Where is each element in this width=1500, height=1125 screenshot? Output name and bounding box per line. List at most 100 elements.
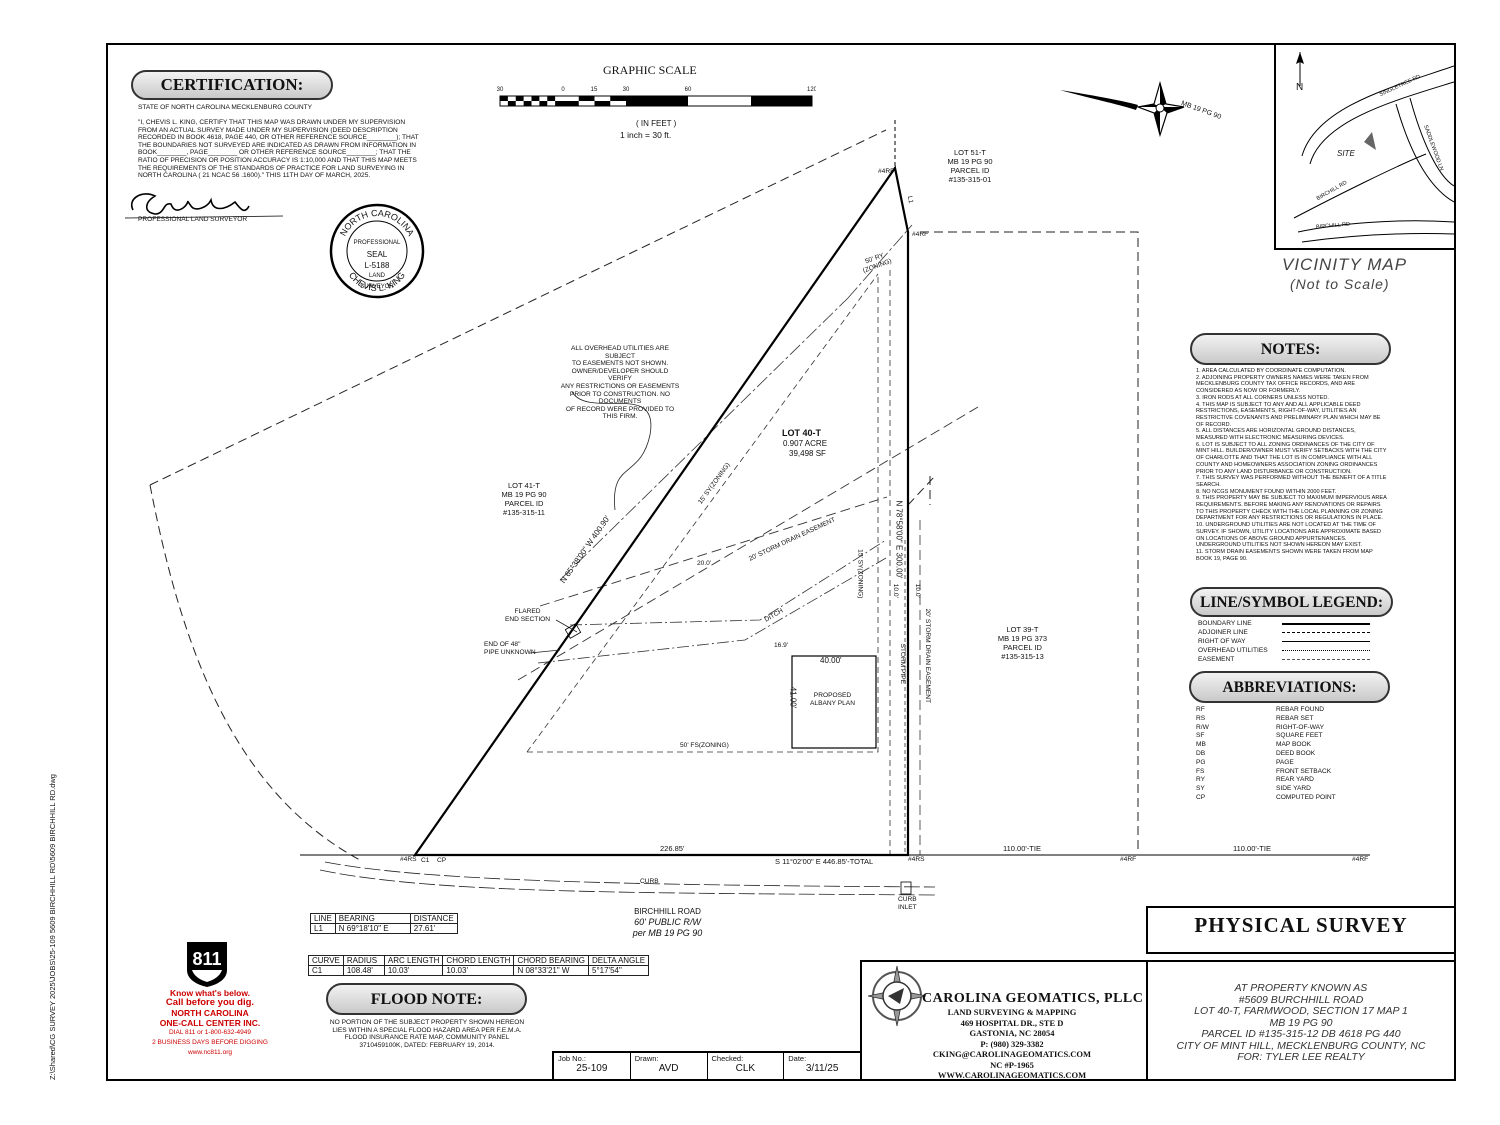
- scale-check: [563, 101, 579, 106]
- note-item: 8. NO NCGS MONUMENT FOUND WITHIN 2000 FE…: [1196, 488, 1337, 495]
- abbreviation-code: RY: [1196, 776, 1206, 784]
- note-item: 10. UNDERGROUND UTILITIES ARE NOT LOCATE…: [1196, 522, 1382, 549]
- south-bearing: S 11°02'00" E 446.85'-TOTAL: [775, 857, 874, 866]
- job-info-cell: Date:3/11/25: [784, 1053, 860, 1079]
- pipe-end-label: END OF 48"PIPE UNKNOWN: [484, 641, 536, 656]
- table-cell: DISTANCE: [409, 913, 458, 924]
- scale-check: [594, 101, 611, 106]
- abbreviation-code: FS: [1196, 767, 1205, 775]
- table-cell: RADIUS: [342, 955, 385, 966]
- vicinity-north: N: [1296, 82, 1304, 93]
- legend-item: BOUNDARY LINE: [1198, 620, 1388, 629]
- abbreviation-meaning: FRONT SETBACK: [1276, 767, 1332, 775]
- job-info-label: Drawn:: [634, 1054, 659, 1063]
- scale-check: [610, 96, 626, 101]
- scale-check: [507, 101, 516, 106]
- note-item: 7. THIS SURVEY WAS PERFORMED WITHOUT THE…: [1196, 475, 1387, 488]
- legend-item: RIGHT OF WAY: [1198, 638, 1388, 647]
- vicinity-site: SITE: [1337, 149, 1355, 158]
- side-yard-right-label: 15' SY(ZONING): [856, 549, 864, 599]
- signature-label: PROFESSIONAL LAND SURVEYOR: [138, 216, 248, 223]
- dim-10b-label: 10.0': [913, 583, 921, 598]
- storm-easement-right-label: 20' STORM DRAIN EASEMENT: [924, 608, 932, 704]
- survey-title: PHYSICAL SURVEY: [1194, 913, 1408, 937]
- table-cell: LINE: [310, 913, 336, 924]
- note-item: 1. AREA CALCULATED BY COORDINATE COMPUTA…: [1196, 368, 1346, 374]
- abbreviation-meaning: REBAR FOUND: [1276, 706, 1324, 713]
- table-cell: 108.48': [342, 965, 385, 976]
- graphic-scale-unit: ( IN FEET ): [636, 119, 677, 128]
- table-cell: CHORD LENGTH: [442, 955, 515, 966]
- note-item: 11. STORM DRAIN EASEMENTS SHOWN WERE TAK…: [1196, 548, 1373, 562]
- company-name: CAROLINA GEOMATICS, PLLC: [922, 991, 1144, 1006]
- vicinity-map: [1274, 44, 1456, 250]
- job-info-value: 25-109: [576, 1063, 608, 1074]
- corner-mark: #4RF: [912, 231, 929, 238]
- abbreviation-meaning: MAP BOOK: [1276, 741, 1312, 749]
- abbreviation-meaning: REBAR SET: [1276, 714, 1314, 722]
- job-info-cell: Checked:CLK: [708, 1053, 785, 1079]
- job-info-label: Job No.:: [558, 1054, 586, 1063]
- table-cell: 10.03': [383, 965, 444, 976]
- abbreviation-meaning: SIDE YARD: [1276, 785, 1311, 793]
- scale-tick-label: 30: [497, 87, 504, 93]
- abbreviation-meaning: PAGE: [1276, 758, 1294, 766]
- survey-title-box: [1146, 906, 1456, 954]
- certification-state: STATE OF NORTH CAROLINA MECKLENBURG COUN…: [138, 104, 313, 111]
- table-cell: L1: [310, 923, 336, 934]
- legend-item: ADJOINER LINE: [1198, 629, 1388, 638]
- lot-40-acre: 0.907 ACRE: [783, 439, 828, 448]
- table-cell: 27.61': [409, 923, 458, 934]
- seal-center: PROFESSIONAL SEAL L-5188 LAND SURVEYOR: [353, 240, 401, 290]
- scale-check: [500, 96, 508, 101]
- storm-pipe-label: STORM PIPE: [899, 643, 907, 685]
- note-item: 9. THIS PROPERTY MAY BE SUBJECT TO MAXIM…: [1196, 495, 1387, 522]
- house-depth: 41.00': [788, 686, 798, 709]
- scale-tick-label: 0: [561, 87, 565, 93]
- dim-16-label: 16.9': [774, 642, 789, 649]
- vicinity-roads: [1293, 52, 1454, 243]
- job-info-cell: Drawn:AVD: [631, 1053, 708, 1079]
- lot-40-title: LOT 40-T: [782, 428, 822, 438]
- note-item: 3. IRON RODS AT ALL CORNERS UNLESS NOTED…: [1196, 394, 1329, 401]
- table-cell: N 69°18'10" E: [334, 923, 411, 934]
- flood-note-body: NO PORTION OF THE SUBJECT PROPERTY SHOWN…: [329, 1019, 525, 1049]
- abbreviation-code: SF: [1196, 732, 1205, 740]
- table-cell: 5°17'54": [587, 965, 650, 976]
- abbreviation-code: DB: [1196, 749, 1206, 757]
- table-cell: CURVE: [308, 955, 344, 966]
- scale-check: [547, 96, 556, 101]
- abbreviation-row: FS FRONT SETBACK: [1196, 768, 1376, 777]
- property-details: AT PROPERTY KNOWN AS #5609 BURCHHILL ROA…: [1176, 982, 1426, 1063]
- table-cell: DELTA ANGLE: [587, 955, 650, 966]
- curb-label: CURB: [640, 878, 659, 885]
- job-info-value: 3/11/25: [805, 1063, 839, 1074]
- job-info-value: AVD: [658, 1063, 679, 1074]
- line-l1-mark: L1: [905, 195, 915, 204]
- job-info-value: CLK: [735, 1063, 756, 1074]
- abbreviation-code: MB: [1196, 741, 1206, 749]
- scale-check: [523, 101, 532, 106]
- company-compass-icon: [867, 965, 927, 1027]
- scale-check: [539, 101, 548, 106]
- abbreviation-code: R/W: [1196, 723, 1209, 731]
- signature: [125, 193, 284, 219]
- scale-tick-label: 120: [807, 87, 816, 93]
- corner-mark: #4RS: [400, 856, 417, 863]
- dim-10-label: 10.0': [891, 583, 899, 598]
- table-cell: CHORD BEARING: [513, 955, 589, 966]
- east-boundary-bearing: N 78°58'00" E 300.00': [894, 500, 904, 579]
